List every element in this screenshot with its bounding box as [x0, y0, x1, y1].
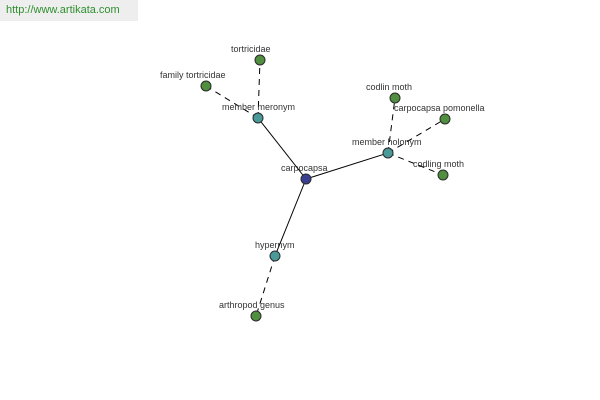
edge-member-holonym-to-codlin-moth	[387, 97, 396, 154]
label-codling-moth: codling moth	[413, 159, 464, 169]
nodes-layer	[200, 54, 451, 322]
node-carpocapsa-pomonella[interactable]	[439, 113, 451, 125]
label-member-meronym: member meronym	[222, 102, 295, 112]
label-family-tortricidae: family tortricidae	[160, 70, 226, 80]
edge-member-holonym-to-carpocapsa-pomonella	[387, 118, 446, 154]
edge-carpocapsa-to-member-meronym	[257, 117, 307, 180]
node-codling-moth[interactable]	[437, 169, 449, 181]
node-member-meronym[interactable]	[252, 112, 264, 124]
label-hypernym: hypernym	[255, 240, 295, 250]
edge-member-holonym-to-codling-moth	[387, 152, 444, 176]
node-arthropod-genus[interactable]	[250, 310, 262, 322]
edge-carpocapsa-to-hypernym	[274, 178, 307, 257]
node-carpocapsa[interactable]	[300, 173, 312, 185]
label-carpocapsa-pomonella: carpocapsa pomonella	[394, 103, 485, 113]
watermark-link[interactable]: http://www.artikata.com	[6, 4, 120, 16]
label-tortricidae: tortricidae	[231, 44, 271, 54]
label-codlin-moth: codlin moth	[366, 82, 412, 92]
node-tortricidae[interactable]	[254, 54, 266, 66]
label-carpocapsa: carpocapsa	[281, 163, 328, 173]
label-member-holonym: member holonym	[352, 137, 422, 147]
node-codlin-moth[interactable]	[389, 92, 401, 104]
edge-member-meronym-to-tortricidae	[257, 59, 261, 119]
edge-carpocapsa-to-member-holonym	[305, 152, 389, 180]
labels-layer: carpocapsa member meronym member holonym hy…	[160, 44, 485, 310]
edges-layer	[205, 59, 446, 317]
watermark-bar: http://www.artikata.com	[0, 0, 138, 21]
node-member-holonym[interactable]	[382, 147, 394, 159]
label-arthropod-genus: arthropod genus	[219, 300, 285, 310]
node-family-tortricidae[interactable]	[200, 80, 212, 92]
node-hypernym[interactable]	[269, 250, 281, 262]
